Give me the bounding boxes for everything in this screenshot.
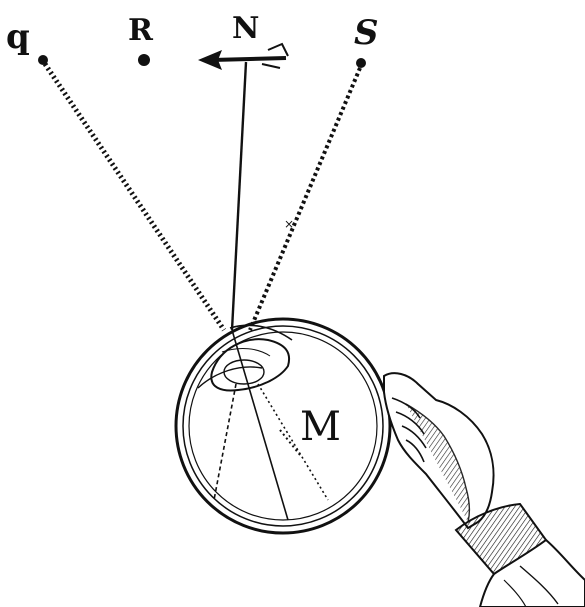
ray-s-mark: × (284, 217, 294, 231)
point-s (356, 58, 366, 68)
arrow-icon (198, 44, 288, 70)
label-n: N (232, 11, 259, 46)
ray-n-solid (232, 62, 246, 330)
label-s: S (354, 13, 379, 53)
internal-ray-left (214, 384, 236, 500)
label-r: R (128, 13, 154, 48)
point-r (138, 54, 150, 66)
hand-illustration (384, 373, 585, 607)
label-q: q (6, 17, 30, 57)
label-m: M (300, 404, 341, 450)
internal-ray-solid (232, 330, 288, 520)
internal-ray-mid (280, 430, 300, 455)
ray-s-dotted (250, 68, 360, 330)
lens (198, 325, 292, 390)
ray-q-dotted (45, 64, 224, 330)
